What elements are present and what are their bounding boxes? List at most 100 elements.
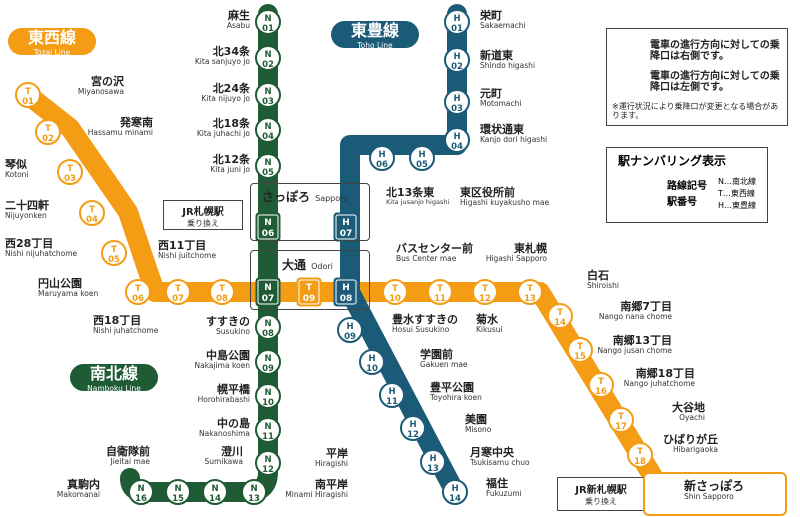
station-marker-h12[interactable]: H12 xyxy=(400,415,426,441)
svg-text:06: 06 xyxy=(376,160,388,170)
station-marker-t08[interactable]: T08 xyxy=(209,279,235,305)
shin-sapporo-box xyxy=(643,472,787,516)
station-marker-t14[interactable]: T14 xyxy=(547,303,573,329)
station-marker-h03[interactable]: H03 xyxy=(444,89,470,115)
svg-text:T: T xyxy=(25,87,31,97)
station-marker-h14[interactable]: H14 xyxy=(442,479,468,505)
station-marker-t04[interactable]: T04 xyxy=(79,200,105,226)
svg-text:H: H xyxy=(453,14,460,24)
station-marker-t18[interactable]: T18 xyxy=(627,442,653,468)
station-marker-t06[interactable]: T06 xyxy=(125,279,151,305)
station-marker-t12[interactable]: T12 xyxy=(472,279,498,305)
station-marker-n09[interactable]: N09 xyxy=(255,349,281,375)
station-marker-t10[interactable]: T10 xyxy=(382,279,408,305)
station-marker-t17[interactable]: T17 xyxy=(608,407,634,433)
svg-text:N: N xyxy=(137,484,144,494)
svg-text:H: H xyxy=(418,150,425,160)
station-marker-n05[interactable]: N05 xyxy=(255,153,281,179)
station-marker-t02[interactable]: T02 xyxy=(35,119,61,145)
station-marker-h09[interactable]: H09 xyxy=(337,317,363,343)
door-legend-left: 電車の進行方向に対しての乗降口は左側です。 xyxy=(650,71,780,93)
svg-text:T: T xyxy=(89,205,95,215)
svg-text:09: 09 xyxy=(344,332,356,342)
station-marker-t07[interactable]: T07 xyxy=(165,279,191,305)
station-marker-h13[interactable]: H13 xyxy=(420,449,446,475)
svg-text:10: 10 xyxy=(389,294,401,304)
svg-text:14: 14 xyxy=(554,318,566,328)
station-marker-n13[interactable]: N13 xyxy=(241,479,267,505)
station-marker-t11[interactable]: T11 xyxy=(427,279,453,305)
numbering-key-n: N…南北線 xyxy=(718,177,756,186)
station-marker-n03[interactable]: N03 xyxy=(255,82,281,108)
svg-text:N: N xyxy=(264,388,271,398)
station-marker-t05[interactable]: T05 xyxy=(101,240,127,266)
svg-text:01: 01 xyxy=(262,24,274,34)
station-marker-n15[interactable]: N15 xyxy=(165,479,191,505)
svg-text:T: T xyxy=(527,284,533,294)
svg-text:02: 02 xyxy=(262,60,274,70)
station-marker-h11[interactable]: H11 xyxy=(379,382,405,408)
numbering-line-label: 路線記号 xyxy=(667,181,707,192)
door-legend xyxy=(606,28,788,126)
svg-text:08: 08 xyxy=(216,294,228,304)
svg-text:H: H xyxy=(429,454,436,464)
station-marker-h10[interactable]: H10 xyxy=(359,349,385,375)
svg-text:N: N xyxy=(264,455,271,465)
sapporo-hub-box xyxy=(250,183,370,241)
svg-text:13: 13 xyxy=(248,494,260,504)
station-marker-h02[interactable]: H02 xyxy=(444,47,470,73)
station-marker-n14[interactable]: N14 xyxy=(202,479,228,505)
svg-text:04: 04 xyxy=(86,215,98,225)
station-marker-h04[interactable]: H04 xyxy=(444,127,470,153)
svg-text:H: H xyxy=(409,420,416,430)
station-marker-n04[interactable]: N04 xyxy=(255,117,281,143)
station-marker-t13[interactable]: T13 xyxy=(517,279,543,305)
station-marker-n16[interactable]: N16 xyxy=(128,479,154,505)
svg-text:12: 12 xyxy=(407,430,419,440)
svg-text:T: T xyxy=(175,284,181,294)
svg-text:08: 08 xyxy=(262,329,274,339)
station-marker-t03[interactable]: T03 xyxy=(57,159,83,185)
svg-text:T: T xyxy=(618,412,624,422)
svg-text:T: T xyxy=(392,284,398,294)
station-marker-h07[interactable]: H07 xyxy=(333,212,359,242)
svg-text:H: H xyxy=(346,322,353,332)
svg-text:H: H xyxy=(378,150,385,160)
door-legend-right: 電車の進行方向に対しての乗降口は右側です。 xyxy=(650,40,780,62)
svg-text:07: 07 xyxy=(172,294,184,304)
svg-text:N: N xyxy=(264,354,271,364)
station-marker-h06[interactable]: H06 xyxy=(369,145,395,171)
station-marker-t16[interactable]: T16 xyxy=(588,372,614,398)
station-marker-n10[interactable]: N10 xyxy=(255,383,281,409)
station-marker-n01[interactable]: N01 xyxy=(255,9,281,35)
station-marker-n08[interactable]: N08 xyxy=(255,314,281,340)
numbering-key-h: H…東豊線 xyxy=(718,201,757,210)
station-marker-t09[interactable]: T09 xyxy=(296,277,322,307)
station-marker-n02[interactable]: N02 xyxy=(255,45,281,71)
station-marker-n11[interactable]: N11 xyxy=(255,417,281,443)
station-marker-h08[interactable]: H08 xyxy=(333,277,359,307)
svg-text:11: 11 xyxy=(262,432,274,442)
station-marker-h01[interactable]: H01 xyxy=(444,9,470,35)
svg-text:11: 11 xyxy=(386,397,398,407)
svg-text:T: T xyxy=(557,308,563,318)
svg-text:04: 04 xyxy=(262,132,274,142)
station-marker-n07[interactable]: N07 xyxy=(255,277,281,307)
station-marker-h05[interactable]: H05 xyxy=(409,145,435,171)
station-marker-n06[interactable]: N06 xyxy=(255,212,281,242)
station-marker-t15[interactable]: T15 xyxy=(567,337,593,363)
numbering-legend xyxy=(606,147,768,223)
station-marker-t01[interactable]: T01 xyxy=(15,82,41,108)
svg-text:05: 05 xyxy=(108,255,120,265)
station-marker-n12[interactable]: N12 xyxy=(255,450,281,476)
